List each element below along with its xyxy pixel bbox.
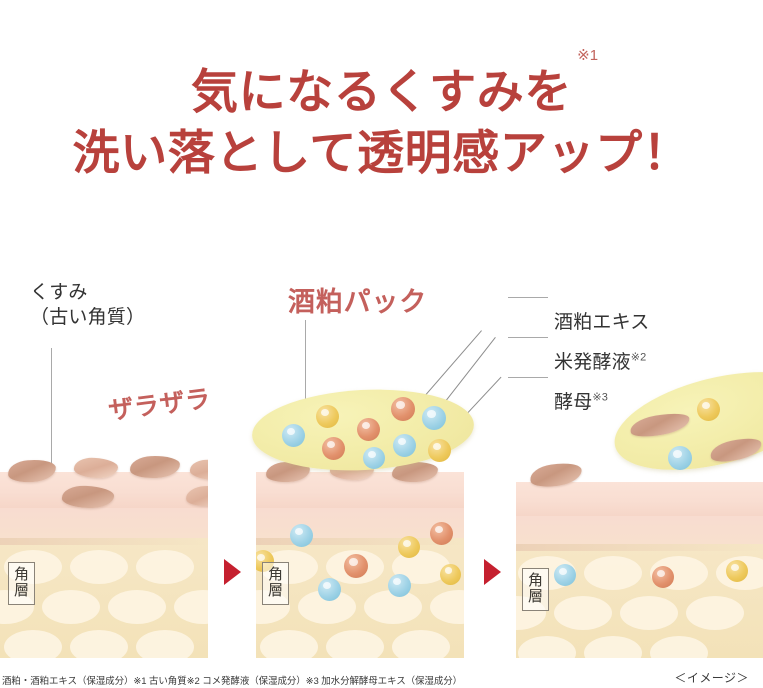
pack-particle-rice-ferment-liquid — [282, 424, 305, 447]
progress-arrow-2 — [484, 559, 501, 585]
skin-cell — [650, 636, 708, 658]
skin-cell — [136, 550, 194, 584]
peeled-pack-particle-rice-ferment-liquid — [668, 446, 692, 470]
particle-rice-ferment-liquid — [290, 524, 313, 547]
skin-surface-layer — [516, 482, 763, 516]
corneum-label-char-2: 層 — [267, 581, 283, 599]
ingredient-leader-h-1 — [508, 337, 548, 338]
pack-particle-yeast — [316, 405, 339, 428]
skin-layer-divider — [256, 538, 464, 545]
pack-title-label: 酒粕パック — [288, 287, 428, 317]
corneum-layer-label: 角 層 — [262, 562, 289, 605]
skin-cell — [364, 590, 422, 624]
skin-upper-layer — [516, 516, 763, 544]
rough-texture-label: ザラザラ — [106, 384, 213, 426]
skin-cell — [518, 636, 576, 658]
ingredient-sup-1: ※2 — [630, 351, 647, 364]
pack-particle-sake-lees-extract — [391, 397, 415, 421]
ingredient-name-0: 酒粕エキス — [554, 312, 650, 334]
progress-arrow-1 — [224, 559, 241, 585]
skin-layer-divider — [516, 544, 763, 551]
skin-cell — [70, 550, 128, 584]
skin-cell — [260, 630, 318, 658]
kusumi-callout-label: くすみ （古い角質） — [30, 282, 146, 329]
particle-yeast — [440, 564, 461, 585]
headline-line-2: 洗い落として透明感アップ！ — [72, 128, 691, 180]
ingredient-label-1: 米発酵液※2 — [554, 325, 646, 375]
pack-particle-yeast — [428, 439, 451, 462]
particle-rice-ferment-liquid — [554, 564, 576, 586]
headline-line-1: 気になるくすみを ※1 — [190, 48, 598, 119]
page-title: 気になるくすみを ※1 洗い落として透明感アップ！ — [0, 48, 763, 180]
headline-footnote-marker: ※1 — [577, 47, 599, 64]
corneum-layer-label: 角 層 — [522, 568, 549, 611]
skin-cell — [42, 590, 100, 624]
ingredient-leader-h-0 — [508, 297, 548, 298]
corneum-label-char-1: 角 — [527, 572, 543, 589]
particle-yeast — [726, 560, 748, 582]
skin-cell — [554, 596, 612, 630]
skin-cell — [136, 630, 194, 658]
ingredient-sup-2: ※3 — [592, 391, 609, 404]
skin-panel-during: 角 層 — [256, 438, 464, 658]
skin-cell — [70, 630, 128, 658]
headline-line-1-text: 気になるくすみを — [190, 67, 573, 119]
ingredient-label-2: 酵母※3 — [554, 365, 608, 415]
corneum-layer-label: 角 層 — [8, 562, 35, 605]
pack-particle-rice-ferment-liquid — [393, 434, 416, 457]
corneum-label-char-2: 層 — [13, 581, 29, 599]
ingredient-name-1: 米発酵液 — [554, 352, 631, 374]
skin-cell — [584, 636, 642, 658]
corneum-label-char-2: 層 — [527, 587, 543, 605]
particle-rice-ferment-liquid — [318, 578, 341, 601]
pack-particle-sake-lees-extract — [357, 418, 380, 441]
peeled-pack-particle-yeast — [697, 398, 720, 421]
particle-yeast — [398, 536, 420, 558]
skin-cell — [584, 556, 642, 590]
kusumi-leader-line — [51, 348, 52, 466]
skin-panel-after: 角 層 — [516, 438, 763, 658]
particle-sake-lees-extract — [430, 522, 453, 545]
ingredient-label-0: 酒粕エキス — [554, 285, 649, 335]
particle-rice-ferment-liquid — [388, 574, 411, 597]
skin-layer-divider — [0, 538, 208, 545]
ingredient-leader-h-2 — [508, 377, 548, 378]
skin-upper-layer — [0, 508, 208, 538]
image-disclaimer: ＜イメージ＞ — [674, 671, 749, 685]
skin-cell — [326, 630, 384, 658]
pack-particle-rice-ferment-liquid — [422, 406, 446, 430]
skin-cell — [620, 596, 678, 630]
skin-cell — [686, 596, 744, 630]
skin-cell — [108, 590, 166, 624]
particle-sake-lees-extract — [344, 554, 368, 578]
footnote-text: 酒粕・酒粕エキス（保湿成分）※1 古い角質※2 コメ発酵液（保湿成分）※3 加水… — [2, 676, 463, 687]
particle-sake-lees-extract — [652, 566, 674, 588]
corneum-label-char-1: 角 — [13, 566, 29, 583]
skin-panel-before: 角 層 — [0, 438, 208, 658]
skin-cell — [392, 630, 450, 658]
skin-cell — [4, 630, 62, 658]
pack-particle-sake-lees-extract — [322, 437, 345, 460]
pack-title-leader-line — [305, 320, 306, 418]
ingredient-name-2: 酵母 — [554, 392, 593, 414]
corneum-label-char-1: 角 — [267, 566, 283, 583]
pack-particle-rice-ferment-liquid — [363, 447, 385, 469]
